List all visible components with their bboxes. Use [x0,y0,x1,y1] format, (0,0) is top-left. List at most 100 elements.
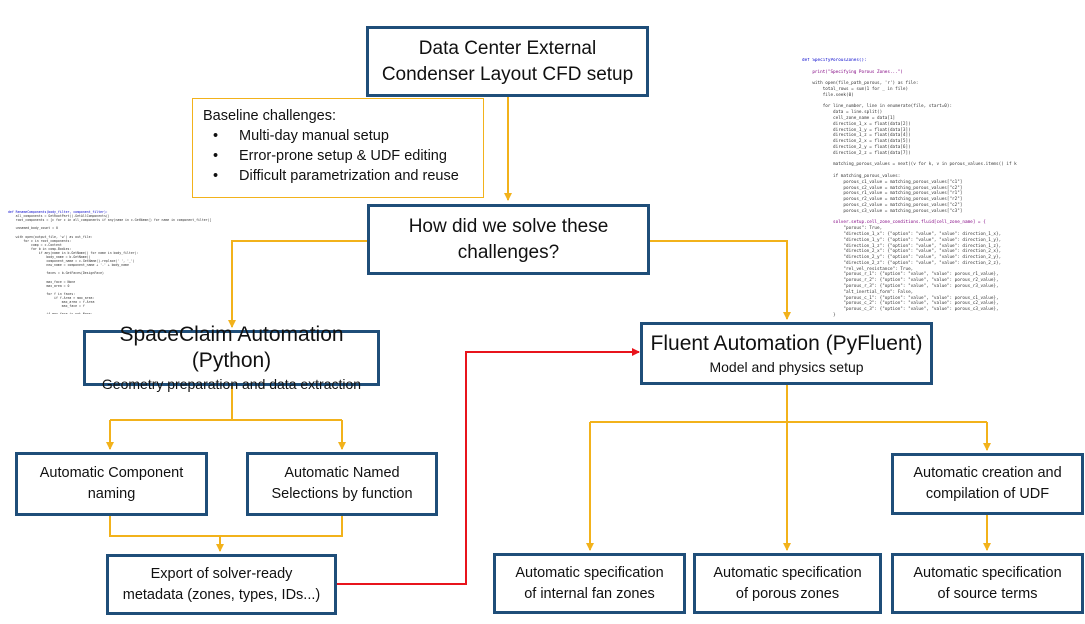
code-line: if max_face is not None: [8,312,226,314]
udf-box: Automatic creation and compilation of UD… [891,453,1084,515]
code-line: "alt_inertial_form": False, [802,289,914,295]
code-line: direction_2_x = float(data[5]) [802,139,911,145]
source-terms-line-2: of source terms [937,585,1038,602]
code-line: direction_2_z = float(data[7]) [802,150,911,156]
fan-zones-box: Automatic specification of internal fan … [493,553,686,614]
arrow-fluent-branch [590,385,987,423]
code-line: new_name = component_name + '-' + body_n… [8,263,129,268]
code-line: "porous_c_3": {"option": "value", "value… [802,307,999,313]
component-naming-box: Automatic Component naming [15,452,208,516]
porous-zones-line-2: of porous zones [735,585,840,602]
component-naming-line-1: Automatic Component [39,465,184,481]
baseline-item: Multi-day manual setup [203,126,473,146]
code-line: porous_r2_value = matching_porous_values… [802,197,963,203]
code-line: "direction_2_x": {"option": "value", "va… [802,249,1002,255]
code-line: root_components = [c for c in all_compon… [8,218,212,223]
code-line: porous_c3_value = matching_porous_values… [802,208,963,214]
code-line: def RenameComponents(body_filter, compon… [8,210,108,214]
code-line: porous_r1_value = matching_porous_values… [802,191,963,197]
code-line: cell_zone_name = data[1] [802,115,896,121]
code-line: "porous_c_1": {"option": "value", "value… [802,295,999,301]
fluent-subtitle: Model and physics setup [709,358,864,375]
source-terms-line-1: Automatic specification [913,564,1062,581]
fan-zones-line-2: of internal fan zones [524,585,655,602]
code-line: body_name = b.GetName() [8,255,91,260]
code-line: direction_2_y = float(data[6]) [802,144,911,150]
code-line: max_area = f.Area [8,300,95,305]
code-line: max_face = f [8,304,85,309]
spaceclaim-subtitle: Geometry preparation and data extraction [101,376,362,392]
code-line: unnamed_body_count = 0 [8,226,58,231]
porous-zones-line-1: Automatic specification [713,564,862,581]
code-line: if f.Area > max_area: [8,295,95,300]
arrow-export-to-fluent [337,348,640,585]
code-line: solver.setup.cell_zone_conditions.fluid[… [802,220,986,226]
code-line: "direction_1_x": {"option": "value", "va… [802,231,1002,237]
code-line: data = line.split() [802,110,883,116]
code-line: "porous_r_3": {"option": "value", "value… [802,284,999,290]
code-line: if matching_porous_values: [802,173,901,179]
udf-line-1: Automatic creation and [913,465,1062,481]
code-line: direction_1_y = float(data[3]) [802,127,911,133]
code-line: "rel_vel_resistance": True, [802,266,914,272]
fluent-box: Fluent Automation (PyFluent) Model and p… [640,322,933,385]
fluent-title: Fluent Automation (PyFluent) [650,331,923,355]
code-line: def SpecifyPorousZones(): [802,58,867,63]
source-terms-box: Automatic specification of source terms [891,553,1084,614]
code-line: } [802,313,836,319]
question-line-1: How did we solve these [408,215,609,237]
code-line: file.seek(0) [802,92,854,98]
code-line: direction_1_z = float(data[4]) [802,133,911,139]
udf-line-2: compilation of UDF [925,486,1050,502]
spaceclaim-box: SpaceClaim Automation (Python) Geometry … [83,323,380,392]
baseline-list: Multi-day manual setup Error-prone setup… [203,126,473,186]
code-line: porous_c1_value = matching_porous_values… [802,179,963,185]
code-line: "direction_1_z": {"option": "value", "va… [802,243,1002,249]
question-box: How did we solve these challenges? [367,204,650,275]
component-naming-line-2: naming [87,486,136,502]
code-line: porous_c2_value = matching_porous_values… [802,185,963,191]
fan-zones-line-1: Automatic specification [515,564,664,581]
baseline-item: Error-prone setup & UDF editing [203,146,473,166]
arrow-question-to-spaceclaim [228,240,368,328]
code-line: direction_1_x = float(data[2]) [802,121,911,127]
baseline-challenges-box: Baseline challenges: Multi-day manual se… [192,98,484,198]
code-line: for c in root_components: [8,238,72,243]
title-line-1: Data Center External [418,37,597,59]
baseline-heading: Baseline challenges: [203,108,337,124]
export-line-2: metadata (zones, types, IDs...) [122,586,321,603]
code-line: "porous_r_2": {"option": "value", "value… [802,278,999,284]
code-line: matching_porous_values = next((v for k, … [802,162,1017,168]
code-line: with open(file_path_porous, 'r') as file… [802,81,919,87]
spaceclaim-title: SpaceClaim Automation (Python) [119,323,344,372]
code-line: "porous": True, [802,226,883,232]
named-selections-line-2: Selections by function [271,486,413,502]
baseline-item: Difficult parametrization and reuse [203,166,473,186]
code-line: "direction_1_y": {"option": "value", "va… [802,237,1002,243]
code-line: porous_c2_value = matching_porous_values… [802,202,963,208]
title-line-2: Condenser Layout CFD setup [381,63,634,85]
arrow-to-export [109,516,343,551]
arrow-spaceclaim-branch [110,386,342,421]
question-line-2: challenges? [457,241,560,263]
code-line: component_name = c.GetName().replace(' '… [8,259,135,264]
code-line: for line_number, line in enumerate(file,… [802,104,953,110]
porous-zones-box: Automatic specification of porous zones [693,553,882,614]
code-line: for f in faces: [8,291,76,296]
code-line: all_components = GetRootPart().GetAllCom… [8,214,110,219]
pyfluent-code-snippet: def SpecifyPorousZones(): print("Specify… [802,58,1074,320]
export-line-1: Export of solver-ready [150,565,293,582]
named-selections-box: Automatic Named Selections by function [246,452,438,516]
code-line: max_area = 0 [8,283,70,288]
export-metadata-box: Export of solver-ready metadata (zones, … [106,554,337,615]
code-line: faces = b.GetFaces(DesignFace) [8,271,104,276]
spaceclaim-code-snippet: def RenameComponents(body_filter, compon… [8,210,226,314]
arrow-question-to-fluent [650,240,791,320]
code-line: for b in comp.Bodies: [8,246,72,251]
named-selections-line-1: Automatic Named [284,465,400,481]
code-line: total_rows = sum(1 for _ in file) [802,86,909,92]
code-line: print("Specifying Porous Zones...") [802,69,903,75]
title-box: Data Center External Condenser Layout CF… [366,26,649,97]
code-line: "direction_2_y": {"option": "value", "va… [802,255,1002,261]
